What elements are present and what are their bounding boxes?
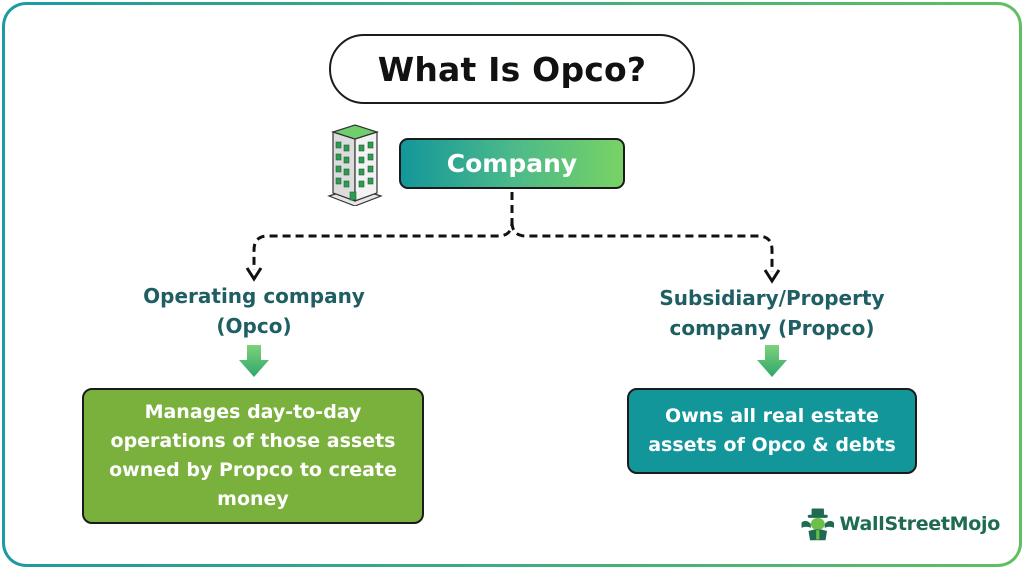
brand-watermark: WallStreetMojo	[800, 502, 1000, 546]
diagram-title: What Is Opco?	[329, 34, 695, 104]
propco-label-line2: company (Propco)	[669, 316, 875, 340]
propco-label: Subsidiary/Property company (Propco)	[632, 283, 912, 343]
down-arrow-icon	[757, 345, 787, 377]
wallstreetmojo-logo-icon	[801, 508, 835, 541]
opco-description: Manages day-to-day operations of those a…	[82, 388, 424, 524]
down-arrow-icon	[239, 345, 269, 377]
opco-label-line2: (Opco)	[216, 314, 292, 338]
propco-label-line1: Subsidiary/Property	[659, 286, 885, 310]
propco-description: Owns all real estate assets of Opco & de…	[627, 388, 917, 474]
office-building-icon	[327, 124, 383, 206]
brand-name: WallStreetMojo	[839, 513, 1001, 535]
opco-label: Operating company (Opco)	[118, 281, 390, 341]
company-node: Company	[399, 138, 625, 189]
opco-label-line1: Operating company	[143, 284, 365, 308]
